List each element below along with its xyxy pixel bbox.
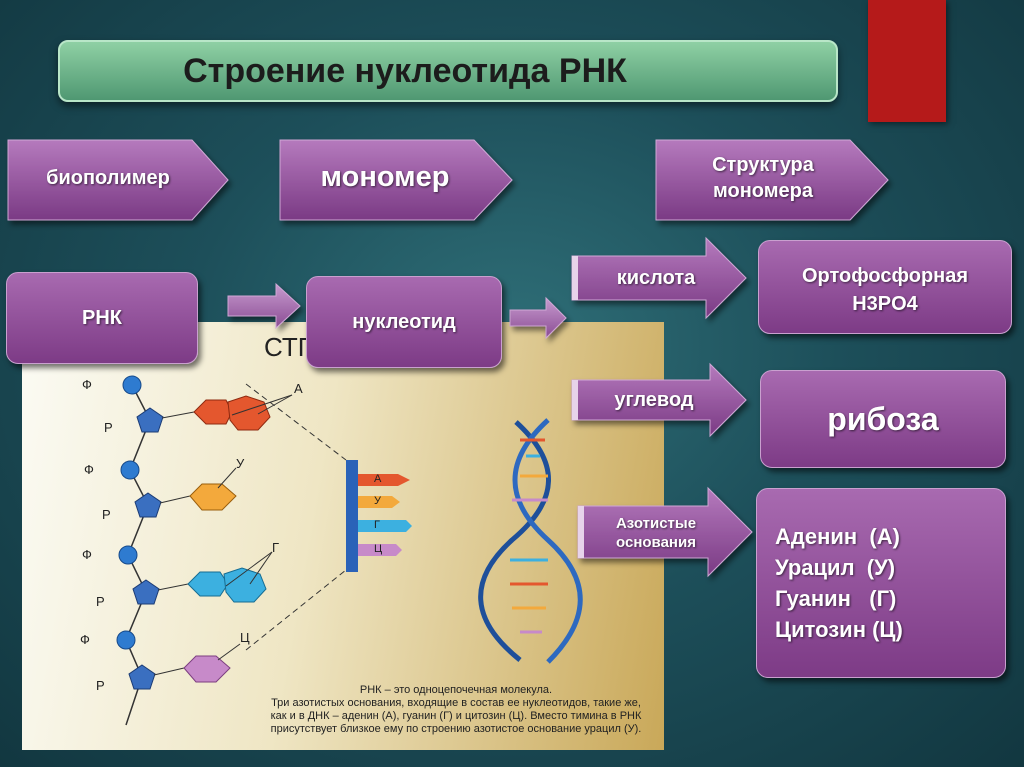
chain-base-label-a: А	[294, 381, 303, 396]
phosphate-label: Ф	[82, 377, 92, 392]
base-uracil-shape	[189, 483, 237, 511]
stack-label-c: Ц	[374, 543, 383, 555]
base-item-adenine: Аденин (А)	[775, 524, 900, 549]
stack-label-g: Г	[374, 519, 380, 531]
caption-line: РНК – это одноцепочечная молекула.	[359, 684, 553, 696]
rna-label: РНК	[82, 307, 122, 329]
carbohydrate-arrow-stripe	[572, 380, 578, 420]
acid-arrow-stripe	[572, 256, 578, 300]
structure-label-line: мономера	[712, 180, 814, 202]
monomer-label: мономер	[320, 161, 450, 193]
phosphate-circle	[116, 630, 136, 650]
carbohydrate-label: углевод	[614, 389, 694, 411]
rna-box: РНК	[6, 272, 198, 364]
ribose-pentagon	[132, 579, 160, 605]
base-stack	[346, 460, 412, 572]
sugar-label: Р	[96, 594, 105, 609]
nucleotide-box: нуклеотид	[306, 276, 502, 368]
chain-base-label-g: Г	[272, 540, 280, 555]
decorative-red-block	[868, 0, 946, 122]
acid-label: кислота	[616, 267, 696, 289]
phosphate-circle	[118, 545, 138, 565]
phosphate-circle	[120, 460, 140, 480]
nucleotide-chain	[116, 375, 293, 726]
bases-list: Аденин (А) Урацил (У) Гуанин (Г) Цитозин…	[775, 521, 903, 645]
base-cytosine-shape	[183, 655, 231, 683]
monomer-arrow	[279, 139, 513, 221]
phosphate-label: Ф	[82, 547, 92, 562]
bases-value-box: Аденин (А) Урацил (У) Гуанин (Г) Цитозин…	[756, 488, 1006, 678]
rna-helix	[478, 418, 583, 664]
stack-base-g	[358, 520, 412, 532]
caption-line: присутствует близкое ему по строению азо…	[270, 723, 642, 735]
sugar-label: Р	[96, 678, 105, 693]
bases-arrow	[577, 486, 753, 578]
rna-to-nucleotide-arrow	[227, 282, 301, 330]
structure-label-line: Структура	[712, 154, 814, 176]
ribose-pentagon	[136, 407, 164, 433]
panel-heading-partial: СТГ	[264, 332, 312, 362]
title-banner: Строение нуклеотида РНК	[58, 40, 838, 102]
stack-base-a	[358, 474, 410, 486]
backbone-bar	[346, 460, 358, 572]
phosphate-circle	[122, 375, 142, 395]
acid-value-formula: H3PO4	[852, 293, 918, 315]
ribose-pentagon	[128, 664, 156, 690]
nucleotide-label: нуклеотид	[352, 311, 456, 333]
structure-arrow	[655, 139, 889, 221]
biopolymer-label: биополимер	[46, 167, 170, 189]
carbohydrate-value-box: рибоза	[760, 370, 1006, 468]
carbohydrate-arrow	[571, 362, 747, 438]
base-item-cytosine: Цитозин (Ц)	[775, 617, 903, 642]
stack-label-a: А	[374, 473, 382, 485]
bases-arrow-stripe	[578, 506, 584, 558]
chain-base-label-u: У	[236, 456, 245, 471]
base-guanine-ring	[223, 567, 267, 603]
stack-label-u: У	[374, 495, 381, 507]
sugar-label: Р	[102, 507, 111, 522]
biopolymer-arrow	[7, 139, 229, 221]
base-adenine-ring	[227, 395, 271, 431]
page-title: Строение нуклеотида РНК	[183, 52, 627, 90]
zoom-line	[245, 569, 347, 651]
ribose-pentagon	[134, 492, 162, 518]
carbohydrate-value: рибоза	[827, 401, 939, 437]
base-item-guanine: Гуанин (Г)	[775, 586, 897, 611]
base-item-uracil: Урацил (У)	[775, 555, 896, 580]
bases-label-line: основания	[616, 534, 696, 551]
acid-value-name: Ортофосфорная	[801, 265, 969, 287]
caption-line: как и в ДНК – аденин (А), гуанин (Г) и ц…	[270, 710, 642, 722]
phosphate-label: Ф	[84, 462, 94, 477]
acid-value-box: Ортофосфорная H3PO4	[758, 240, 1012, 334]
phosphate-label: Ф	[80, 632, 90, 647]
structure-label: Структура мономера	[656, 152, 870, 204]
zoom-line	[245, 383, 347, 461]
chain-base-label-c: Ц	[240, 630, 250, 645]
base-adenine-shape	[193, 399, 233, 425]
bases-label-line: Азотистые	[615, 515, 697, 532]
caption-line: Три азотистых основания, входящие в сост…	[271, 697, 641, 709]
bases-label: Азотистые основания	[586, 514, 726, 552]
stack-base-u	[358, 496, 400, 508]
stack-base-c	[358, 544, 402, 556]
nucleotide-to-acid-arrow	[509, 296, 567, 340]
sugar-label: Р	[104, 420, 113, 435]
acid-arrow	[571, 236, 747, 320]
diagram-caption: РНК – это одноцепочечная молекула. Три а…	[260, 684, 652, 736]
base-guanine-shape	[187, 571, 229, 597]
